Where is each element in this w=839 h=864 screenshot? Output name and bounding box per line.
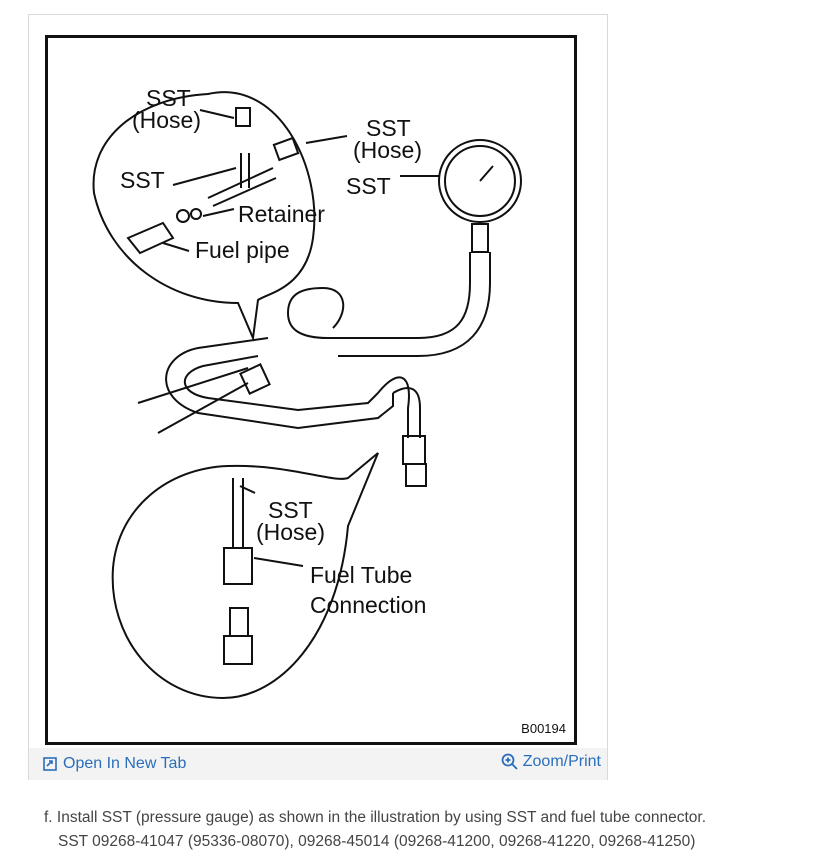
connection-label: Connection	[310, 592, 426, 618]
zoom-print-label: Zoom/Print	[522, 753, 601, 770]
pressure-gauge-outer	[438, 139, 522, 223]
bottom-detail-bubble	[111, 452, 379, 700]
main-hose	[165, 337, 394, 430]
figure-id: B00194	[521, 721, 566, 736]
fuel-pressure-diagram: SST (Hose) SST (Hose) SST SST Retainer F…	[92, 85, 522, 700]
top-detail-bubble	[92, 91, 316, 342]
sst-hose-label-top-right-sub: (Hose)	[353, 137, 422, 163]
fuel-tube-label: Fuel Tube	[310, 562, 412, 588]
sst-gauge-label: SST	[346, 173, 391, 199]
sst-hose-label-top-right: SST	[366, 115, 411, 141]
diagram-frame: SST (Hose) SST (Hose) SST SST Retainer F…	[45, 35, 577, 745]
sst-hose-label-bottom-sub: (Hose)	[256, 519, 325, 545]
gauge-hose	[286, 252, 471, 339]
zoom-in-icon	[501, 753, 518, 770]
caption-line-1: f. Install SST (pressure gauge) as shown…	[44, 809, 706, 826]
open-in-new-tab-icon	[43, 757, 57, 771]
fuel-pipe-label: Fuel pipe	[195, 237, 290, 263]
pressure-gauge-inner	[444, 145, 516, 217]
sst-hose-label-top-left-sub: (Hose)	[132, 107, 201, 133]
caption-line-2: SST 09268-41047 (95336-08070), 09268-450…	[58, 833, 696, 850]
zoom-print-link[interactable]: Zoom/Print	[501, 753, 601, 771]
sst-hose-label-top-left: SST	[146, 85, 191, 111]
sst-hose-label-bottom: SST	[268, 497, 313, 523]
figure-toolbar: Open In New Tab Zoom/Print	[29, 748, 607, 780]
sst-label-left: SST	[120, 167, 165, 193]
figure-card: SST (Hose) SST (Hose) SST SST Retainer F…	[28, 14, 608, 780]
instruction-caption: f. Install SST (pressure gauge) as shown…	[44, 806, 834, 854]
retainer-label: Retainer	[238, 201, 325, 227]
gauge-fitting	[471, 223, 489, 253]
open-in-new-tab-link[interactable]: Open In New Tab	[43, 755, 186, 773]
open-in-new-tab-label: Open In New Tab	[63, 755, 187, 772]
